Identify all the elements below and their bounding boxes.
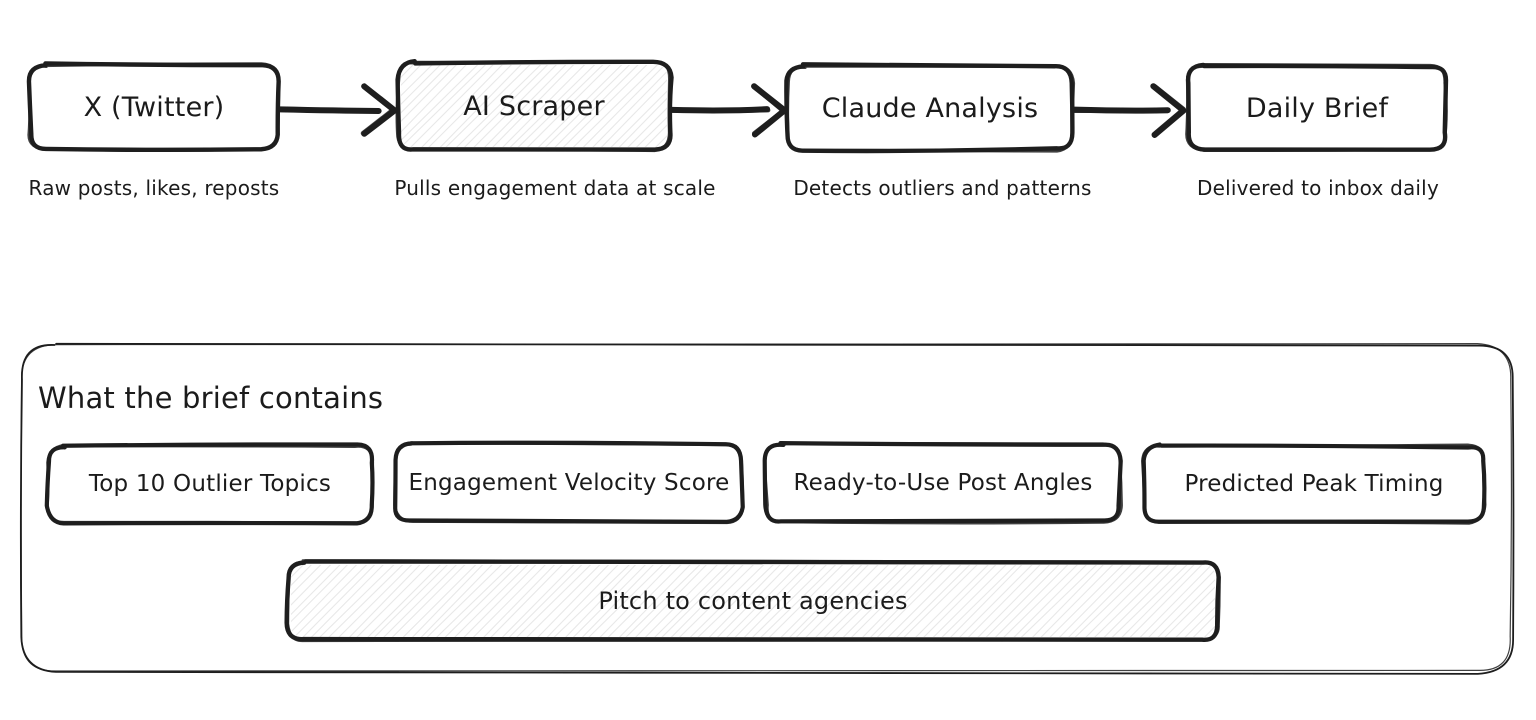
pill-pitch-agencies-label[interactable]: Pitch to content agencies: [598, 587, 908, 615]
pill-peak-timing-label[interactable]: Predicted Peak Timing: [1184, 471, 1444, 497]
flow-node-source-shape[interactable]: [26, 61, 281, 153]
arrow-source-scraper: [276, 83, 398, 137]
flow-node-label-scraper[interactable]: AI Scraper: [463, 90, 605, 122]
flow-node-label-source[interactable]: X (Twitter): [83, 92, 225, 123]
arrow-analysis-brief: [1071, 83, 1187, 138]
brief-panel-shape: [19, 342, 1515, 675]
flow-node-caption-scraper: Pulls engagement data at scale: [394, 176, 716, 200]
pill-pitch-agencies-shape[interactable]: [210, 559, 1367, 643]
flow-node-caption-analysis: Detects outliers and patterns: [793, 176, 1092, 200]
pill-engagement-velocity-shape[interactable]: [393, 440, 745, 525]
flow-node-analysis-shape[interactable]: [784, 62, 1076, 154]
arrow-scraper-analysis: [668, 83, 788, 138]
flow-node-scraper-shape[interactable]: [309, 59, 840, 153]
flow-node-label-brief[interactable]: Daily Brief: [1245, 92, 1389, 124]
pill-top-outlier-topics-shape[interactable]: [44, 442, 375, 526]
pill-post-angles-shape[interactable]: [762, 441, 1123, 525]
pill-post-angles-label[interactable]: Ready-to-Use Post Angles: [793, 470, 1093, 496]
flow-node-label-analysis[interactable]: Claude Analysis: [821, 92, 1039, 124]
pill-top-outlier-topics-label[interactable]: Top 10 Outlier Topics: [88, 471, 332, 497]
pill-engagement-velocity-label[interactable]: Engagement Velocity Score: [408, 470, 730, 496]
flow-node-brief-shape[interactable]: [1185, 62, 1449, 153]
flow-node-caption-brief: Delivered to inbox daily: [1197, 176, 1439, 200]
pill-peak-timing-shape[interactable]: [1141, 442, 1487, 525]
flow-node-caption-source: Raw posts, likes, reposts: [28, 176, 280, 200]
panel-title: What the brief contains: [38, 381, 384, 415]
